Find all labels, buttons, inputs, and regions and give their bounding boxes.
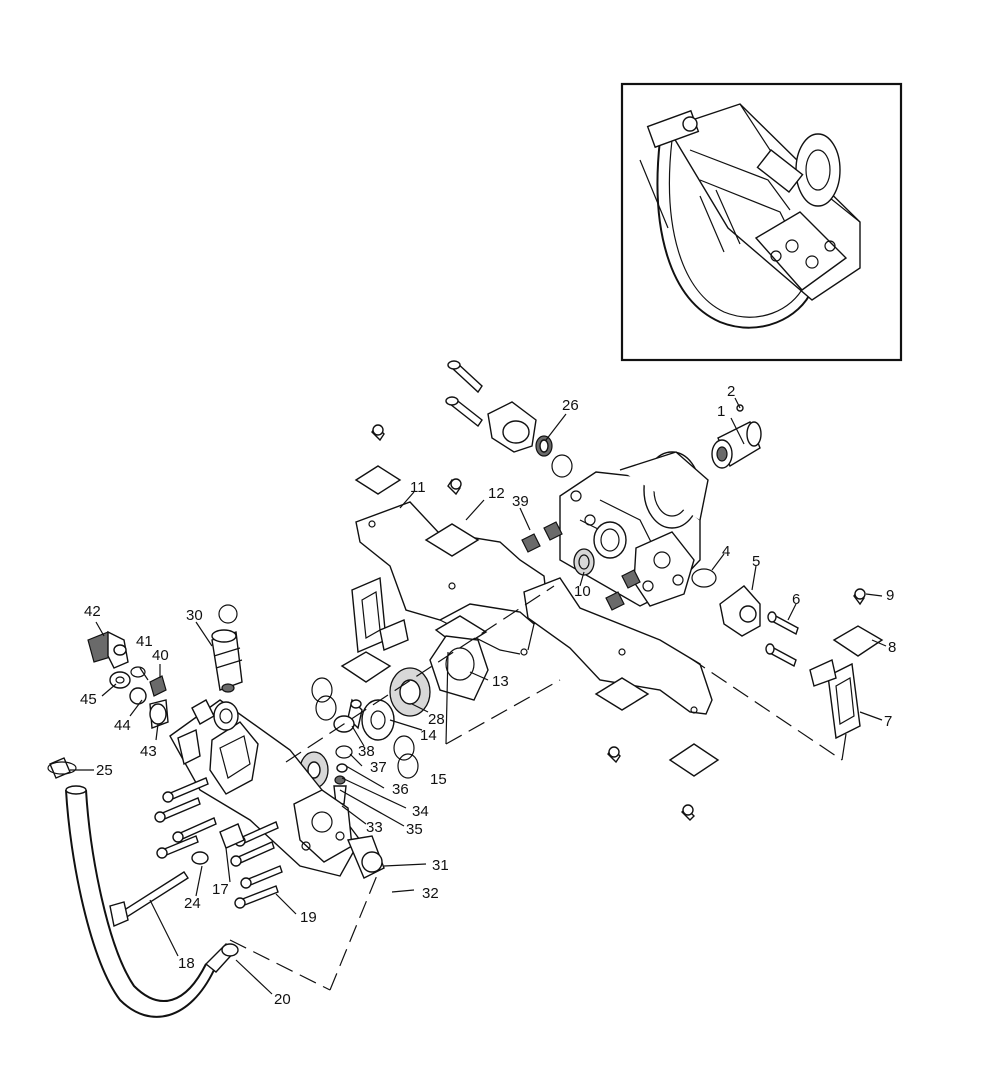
callout-45: 45 [80,691,97,708]
callout-2: 2 [727,383,735,400]
mounting-plates [340,424,884,821]
check-valves [521,521,641,611]
callout-41: 41 [136,633,153,650]
head-cover-group [445,360,573,478]
callout-31: 31 [432,857,449,874]
unloader-valve [211,604,243,693]
callout-14: 14 [420,727,437,744]
callout-7: 7 [884,713,892,730]
callout-5: 5 [752,553,760,570]
callout-44: 44 [114,717,131,734]
callout-25: 25 [96,762,113,779]
shaft-coupler [711,404,762,469]
callout-33: 33 [366,819,383,836]
callout-38: 38 [358,743,375,760]
callout-18: 18 [178,955,195,972]
callout-35: 35 [406,821,423,838]
manifold-bolts [109,777,283,927]
callout-36: 36 [392,781,409,798]
callout-28: 28 [428,711,445,728]
crankcase [559,451,709,607]
callout-24: 24 [184,895,201,912]
callout-11: 11 [410,479,426,496]
callout-30: 30 [186,607,203,624]
callout-labels: 1 2 4 5 6 7 8 9 10 11 12 13 14 15 17 18 … [80,383,896,1008]
leader-lines [70,397,887,995]
bearings-plungers [299,667,431,789]
manifold [169,699,385,879]
callout-42: 42 [84,603,101,620]
callout-20: 20 [274,991,291,1008]
callout-9: 9 [886,587,894,604]
inlet-fittings [87,630,169,729]
callout-39: 39 [512,493,529,510]
callout-34: 34 [412,803,429,820]
callout-37: 37 [370,759,387,776]
callout-32: 32 [422,885,439,902]
hose [47,757,239,1018]
callout-19: 19 [300,909,317,926]
seal-retainer-group [691,568,799,668]
frame-rails [355,501,713,715]
callout-4: 4 [722,543,730,560]
callout-43: 43 [140,743,157,760]
callout-40: 40 [152,647,169,664]
callout-1: 1 [717,403,725,420]
callout-26: 26 [562,397,579,414]
callout-12: 12 [488,485,505,502]
callout-6: 6 [792,591,800,608]
callout-15: 15 [430,771,447,788]
brackets [351,576,861,740]
callout-10: 10 [574,583,591,600]
callout-13: 13 [492,673,509,690]
assembled-view-inset [620,82,903,362]
callout-8: 8 [888,639,896,656]
callout-17: 17 [212,881,229,898]
